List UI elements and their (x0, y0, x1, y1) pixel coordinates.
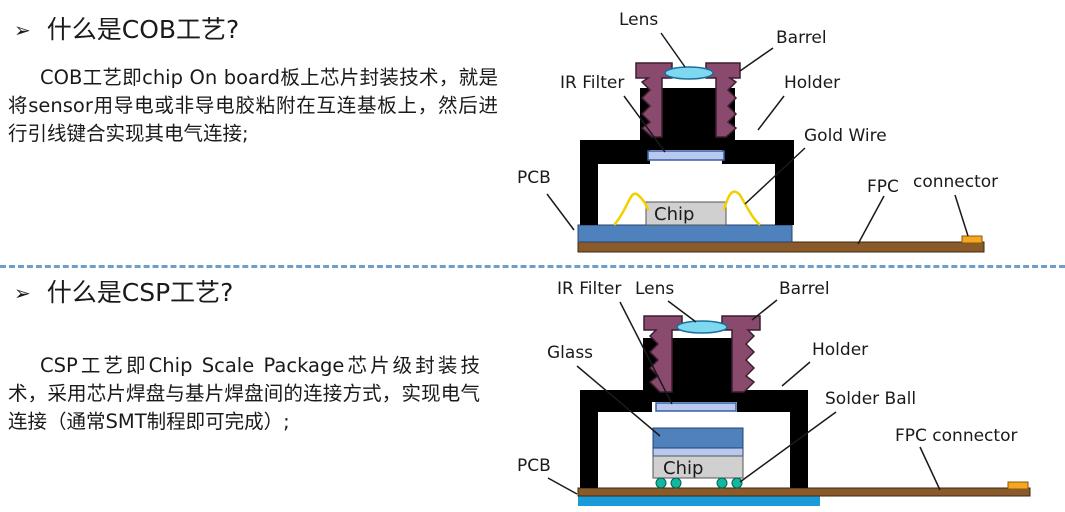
cob-lens-label: Lens (619, 10, 658, 30)
csp-description: CSP工艺即Chip Scale Package芯片级封装技术，采用芯片焊盘与基… (8, 354, 480, 433)
csp-solder-ball-leader (739, 411, 837, 483)
cob-barrel (705, 62, 741, 138)
csp-holder-leader (781, 361, 811, 387)
cob-pcb-label: PCB (517, 168, 551, 188)
cob-fpc-strip (577, 241, 985, 253)
csp-solder-ball (670, 477, 682, 489)
cob-fpc-leader (857, 195, 885, 245)
cob-connector-leader (954, 194, 969, 237)
cob-barrel-label: Barrel (776, 28, 827, 48)
csp-barrel-label: Barrel (779, 279, 830, 299)
cob-gold-wire (722, 190, 761, 226)
csp-pcb (578, 496, 820, 506)
cob-pcb (577, 224, 793, 243)
bullet-arrow-icon: ➢ (14, 18, 31, 42)
cob-barrel (635, 62, 673, 138)
cob-gold-wire-leader (744, 147, 806, 205)
csp-glass-leader (576, 365, 661, 437)
csp-fpc-connector-label: FPC connector (895, 426, 1017, 446)
cob-lens (664, 66, 714, 80)
cob-holder-leader (757, 95, 785, 131)
csp-glass (652, 427, 744, 449)
csp-connector (1007, 481, 1029, 490)
csp-glass-label: Glass (547, 343, 593, 363)
section-divider (0, 265, 1065, 268)
cob-chip (645, 201, 727, 226)
cob-title: 什么是COB工艺? (46, 15, 240, 44)
csp-title: 什么是CSP工艺? (46, 278, 234, 307)
csp-solder-ball (731, 477, 743, 489)
csp-lens-label: Lens (635, 279, 674, 299)
cob-gold-wire-label: Gold Wire (804, 126, 887, 146)
cob-barrel-leader (739, 47, 774, 72)
csp-barrel-leader (751, 299, 778, 321)
cob-heading: ➢ 什么是COB工艺? (14, 14, 239, 46)
csp-pcb-leader (547, 477, 578, 495)
csp-ir-filter-leader (619, 301, 673, 405)
csp-chip (652, 455, 744, 479)
csp-lens (676, 320, 728, 334)
cob-description: COB工艺即chip On board板上芯片封装技术，就是将sensor用导电… (8, 66, 498, 145)
cob-holder (580, 88, 794, 225)
cob-lens-leader (660, 32, 686, 68)
csp-fpc-leader (919, 446, 941, 491)
cob-ir-filter (647, 150, 725, 161)
csp-barrel (643, 315, 683, 393)
csp-diagram: Chip IR Filter Lens Barrel Glass Holder … (517, 279, 1031, 506)
csp-solder-ball-label: Solder Ball (825, 389, 916, 409)
cob-ir-filter-leader (623, 95, 666, 153)
csp-holder-label: Holder (812, 340, 868, 360)
csp-fpc-strip (577, 487, 1031, 497)
csp-heading: ➢ 什么是CSP工艺? (14, 277, 233, 309)
csp-pcb-label: PCB (517, 456, 551, 476)
cob-diagram: Chip Lens Barrel IR Filter Holder Gold W… (517, 10, 998, 253)
csp-solder-ball (655, 477, 667, 489)
csp-holder (580, 338, 808, 488)
cob-chip-label: Chip (654, 204, 694, 225)
cob-connector-label: connector (913, 172, 998, 192)
cob-pcb-leader (546, 193, 575, 231)
csp-barrel (721, 315, 761, 393)
csp-solder-ball (716, 477, 728, 489)
cob-holder-label: Holder (784, 73, 840, 93)
bullet-arrow-icon: ➢ (14, 281, 31, 305)
cob-connector (961, 235, 983, 244)
cob-gold-wire (613, 192, 650, 226)
csp-chip-label: Chip (663, 458, 703, 479)
cob-fpc-label: FPC (867, 177, 899, 197)
cob-ir-filter-label: IR Filter (560, 73, 624, 93)
csp-ir-filter-label: IR Filter (557, 279, 621, 299)
csp-lens-leader (667, 300, 697, 323)
csp-glass-layer (652, 447, 744, 457)
csp-ir-filter (655, 402, 737, 412)
